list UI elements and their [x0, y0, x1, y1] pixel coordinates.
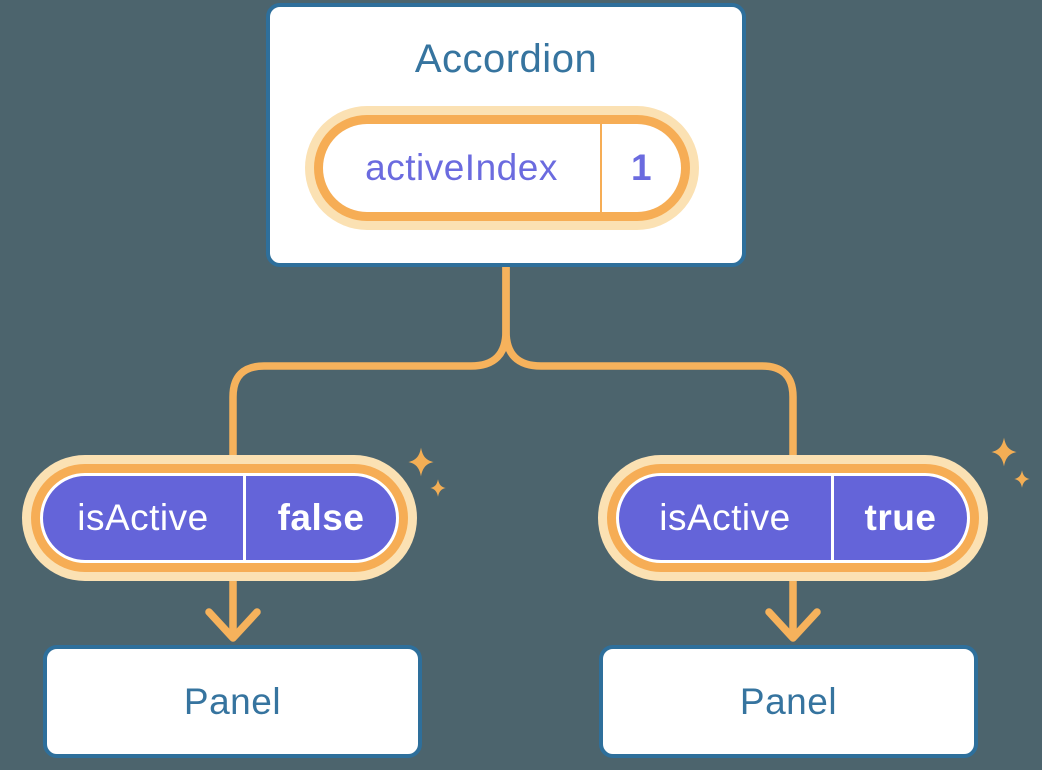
accordion-title: Accordion: [414, 37, 598, 81]
state-pill-activeindex: activeIndex 1: [305, 106, 699, 230]
sparkle-icon: [991, 437, 1017, 467]
prop-pill-ring: isActive true: [607, 464, 979, 572]
prop-name-label: isActive: [77, 497, 209, 538]
prop-pill-ring: isActive false: [31, 464, 408, 572]
sparkle-icon: [408, 447, 434, 477]
prop-value: true: [864, 497, 937, 538]
state-value: 1: [630, 147, 653, 188]
pill-divider: [243, 476, 246, 560]
connector-right: [502, 263, 797, 464]
arrow-left-head: [205, 608, 261, 642]
panel-title: Panel: [739, 680, 838, 722]
pill-divider: [600, 124, 602, 212]
prop-value: false: [277, 497, 365, 538]
prop-pill-isactive-false: isActive false: [22, 455, 417, 581]
prop-name-label: isActive: [659, 497, 791, 538]
prop-pill-isactive-true: isActive true: [598, 455, 988, 581]
state-name-label: activeIndex: [365, 147, 558, 188]
panel-title: Panel: [183, 680, 282, 722]
panel-card-right: Panel: [599, 645, 978, 758]
sparkle-icon: [1014, 470, 1030, 488]
sparkle-icon: [430, 479, 446, 497]
state-pill-ring: activeIndex 1: [314, 115, 690, 221]
arrow-right-head: [765, 608, 821, 642]
panel-card-left: Panel: [43, 645, 422, 758]
pill-divider: [831, 476, 834, 560]
connector-left: [229, 263, 510, 464]
